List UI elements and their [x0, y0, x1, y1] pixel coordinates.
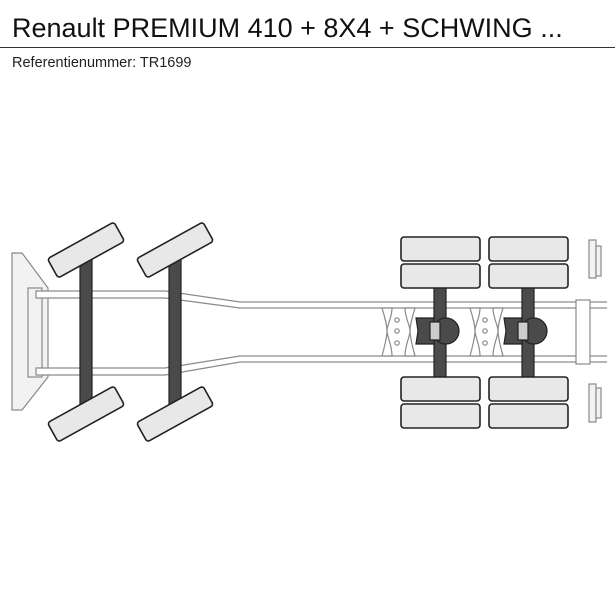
reference-label: Referentienummer: [12, 55, 137, 71]
front-bumper [11, 252, 49, 411]
rear-axle-1-left-dual-tires [400, 236, 481, 289]
front-axle-2 [136, 222, 214, 442]
front-axle-1-right-tire [47, 386, 125, 442]
rear-axle-1-right-dual-tires [400, 376, 481, 429]
rear-axle-1-differential [415, 317, 460, 345]
cross-member-2 [469, 307, 504, 357]
rear-axle-2 [488, 236, 569, 429]
reference-line: Referentienummer: TR1699 [12, 54, 191, 72]
front-axle-1 [47, 222, 125, 442]
rear-axle-2-left-dual-tires [488, 236, 569, 289]
front-axle-2-right-tire [136, 386, 214, 442]
page-title: Renault PREMIUM 410 + 8X4 + SCHWING ... [12, 13, 563, 43]
front-axle-2-left-tire [136, 222, 214, 278]
rear-fender-brackets [588, 239, 602, 423]
rear-axle-1 [400, 236, 481, 429]
rear-axle-2-differential [503, 317, 548, 345]
cross-member-1 [381, 307, 416, 357]
reference-number: TR1699 [139, 55, 192, 71]
rear-axle-2-right-dual-tires [488, 376, 569, 429]
front-axle-1-left-tire [47, 222, 125, 278]
title-divider [0, 47, 615, 48]
